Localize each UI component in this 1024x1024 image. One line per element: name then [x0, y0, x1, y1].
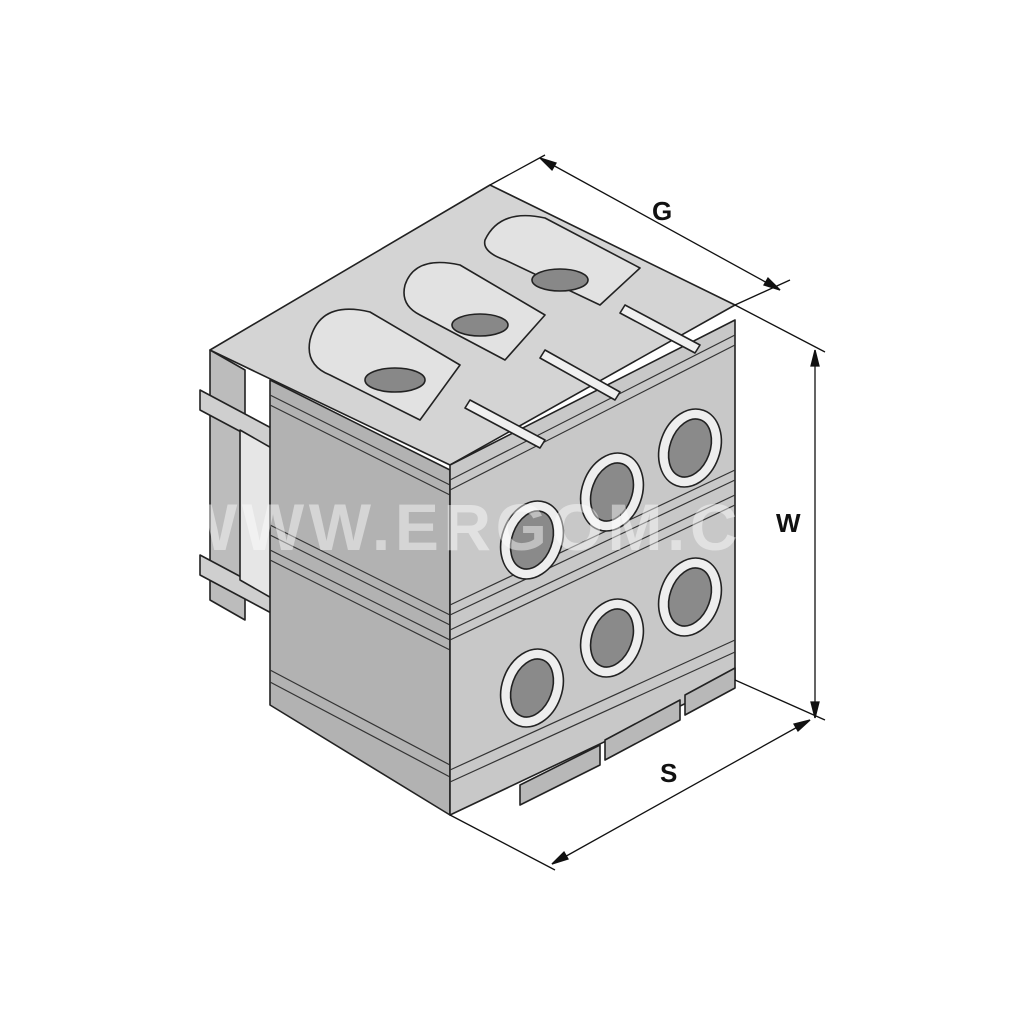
dimension-label-s: S — [660, 758, 677, 788]
base-feet — [519, 667, 736, 806]
left-face-ribs — [269, 394, 451, 778]
wire-entry-cups — [308, 214, 641, 421]
screw-holes — [499, 408, 723, 728]
dimension-lines — [449, 154, 826, 871]
screw-slots — [464, 304, 701, 449]
dimension-label-w: W — [776, 508, 801, 538]
watermark: WWW.ERGOM.COM — [175, 490, 855, 564]
front-face-ribs — [449, 334, 736, 783]
mounting-rail — [199, 349, 276, 621]
dimension-label-g: G — [652, 196, 672, 226]
